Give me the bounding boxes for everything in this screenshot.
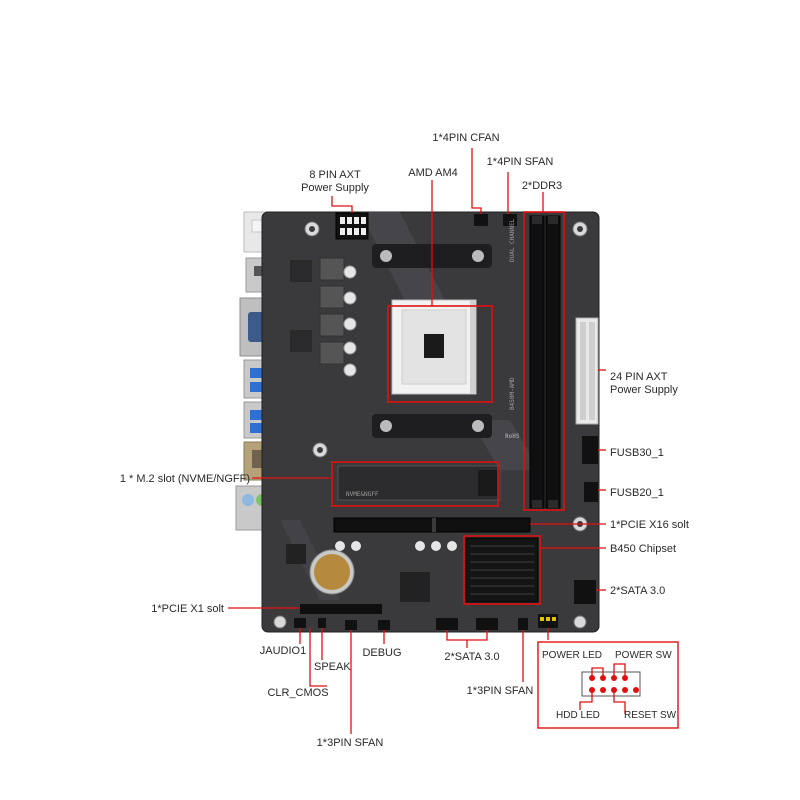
audio-codec-chip — [286, 544, 306, 564]
silk-m2: NVME&NGFF — [346, 491, 379, 498]
sfan-top-header — [503, 214, 517, 226]
label-sfan-bottom-left: 1*3PIN SFAN — [317, 737, 384, 749]
label-debug: DEBUG — [362, 647, 401, 659]
debug-header — [378, 620, 390, 630]
label-chipset: B450 Chipset — [610, 543, 676, 555]
atx-power-connector — [575, 317, 599, 425]
fusb20-header — [584, 482, 598, 502]
front-panel-diagram: POWER LED POWER SW HDD LED RESET SW — [537, 641, 679, 729]
label-sfan-bottom-right: 1*3PIN SFAN — [467, 685, 534, 697]
chipset-frame — [463, 535, 541, 605]
chipset-heatsink — [465, 537, 539, 603]
pcie-x16-slot — [333, 517, 531, 533]
label-power-sw: POWER SW — [615, 650, 672, 661]
label-clr-cmos: CLR_CMOS — [267, 687, 328, 699]
silk-model: B450M-AMD — [509, 377, 516, 410]
sfan-bottom-left-header — [345, 620, 357, 630]
front-panel-box — [537, 641, 679, 729]
label-m2: 1 * M.2 slot (NVME/NGFF) — [120, 473, 250, 485]
label-speak: SPEAK — [314, 661, 351, 673]
label-fusb30: FUSB30_1 — [610, 447, 664, 459]
cfan-header — [474, 214, 488, 226]
sata-right-ports — [574, 580, 596, 604]
m2-slot: NVME&NGFF — [337, 465, 501, 501]
label-power-led: POWER LED — [542, 650, 602, 661]
cpu-power-connector — [335, 212, 369, 240]
label-cpu-socket: AMD AM4 — [408, 167, 458, 179]
ddr-slots — [529, 215, 561, 509]
sata-bottom-port-2 — [476, 618, 498, 630]
cpu-socket — [391, 299, 477, 395]
leader-lines — [228, 148, 606, 734]
label-cfan: 1*4PIN CFAN — [432, 132, 499, 144]
cmos-battery — [309, 549, 355, 595]
super-io-chip — [400, 572, 430, 602]
silk-channel: DUAL CHANNEL — [509, 218, 516, 262]
label-sfan-top: 1*4PIN SFAN — [487, 156, 554, 168]
label-jaudio: JAUDIO1 — [260, 645, 306, 657]
label-ddr: 2*DDR3 — [522, 180, 562, 192]
label-sata-bottom: 2*SATA 3.0 — [444, 651, 499, 663]
speak-header — [318, 618, 326, 628]
label-sata-right: 2*SATA 3.0 — [610, 585, 665, 597]
jaudio-header — [294, 618, 306, 628]
sfan-bottom-right-header — [518, 618, 528, 630]
fusb30-header — [582, 436, 598, 464]
cpu-socket-frame — [387, 305, 493, 403]
ddr-frame — [523, 211, 565, 511]
silk-rohs: RoHS — [505, 433, 520, 440]
label-reset-sw: RESET SW — [624, 710, 677, 721]
pcie-x1-slot — [300, 604, 382, 614]
label-hdd-led: HDD LED — [556, 710, 600, 721]
vrm-section — [290, 257, 357, 377]
label-cpu-power-2: Power Supply — [301, 182, 369, 194]
label-pcie-x1: 1*PCIE X1 solt — [151, 603, 224, 615]
label-pcie-x16: 1*PCIE X16 solt — [610, 519, 689, 531]
label-fusb20: FUSB20_1 — [610, 487, 664, 499]
label-atx-power-1: 24 PIN AXT — [610, 371, 668, 383]
sata-bottom-port-1 — [436, 618, 458, 630]
m2-frame — [331, 461, 499, 507]
label-cpu-power-1: 8 PIN AXT — [309, 169, 361, 181]
label-atx-power-2: Power Supply — [610, 384, 678, 396]
